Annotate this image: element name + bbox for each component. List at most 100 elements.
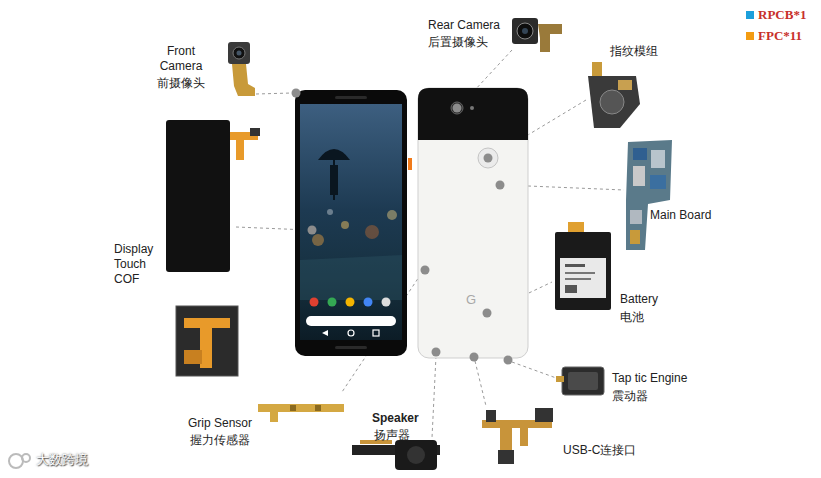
phone-front xyxy=(300,255,402,300)
phone-front xyxy=(348,330,354,336)
usb-c-part xyxy=(520,428,528,446)
phone-back xyxy=(418,88,528,140)
rear-camera-part xyxy=(538,24,562,52)
part-label: USB-C连接口 xyxy=(563,443,636,458)
main-board-part xyxy=(650,175,666,189)
phone-back xyxy=(478,148,498,168)
main-board-part xyxy=(633,166,645,186)
leader-dot xyxy=(470,353,479,362)
battery-part xyxy=(560,258,606,298)
legend-swatch xyxy=(746,32,754,40)
main-board-part xyxy=(626,140,672,250)
leader-dot xyxy=(483,309,492,318)
phone-front xyxy=(322,330,328,336)
battery-part xyxy=(565,285,577,293)
part-label: 指纹模组 xyxy=(610,44,658,59)
phone-back xyxy=(418,88,528,358)
part-label: Rear Camera xyxy=(428,18,500,33)
fingerprint-part xyxy=(618,80,632,90)
display-part xyxy=(166,120,260,272)
part-label: 握力传感器 xyxy=(190,433,250,448)
display-part xyxy=(166,120,230,272)
leader-dot xyxy=(421,266,430,275)
phone-front xyxy=(346,298,355,307)
legend-swatch xyxy=(746,11,754,19)
main-board-part xyxy=(633,148,647,160)
phone-front xyxy=(295,90,407,356)
part-label: 震动器 xyxy=(612,389,648,404)
taptic-engine-part xyxy=(556,367,604,395)
taptic-engine-part xyxy=(562,367,604,395)
part-label: 后置摄像头 xyxy=(428,35,488,50)
part-label: Tap tic Engine xyxy=(612,371,687,386)
leader-dot xyxy=(484,154,493,163)
rear-camera-part xyxy=(512,18,538,44)
phone-front xyxy=(330,165,338,195)
phone-front xyxy=(387,210,397,220)
watermark-logo xyxy=(22,454,30,462)
grip-sensor-part xyxy=(315,405,321,411)
battery-part xyxy=(565,264,585,267)
legend-text: FPC*11 xyxy=(758,28,802,44)
main-board-part xyxy=(651,150,665,168)
phone-front xyxy=(364,298,373,307)
battery-part xyxy=(555,232,611,310)
phone-front xyxy=(327,209,333,215)
phone-front xyxy=(335,96,367,99)
taptic-engine-part xyxy=(568,372,598,390)
part-label: 扬声器 xyxy=(374,428,410,443)
leader-dot xyxy=(496,181,505,190)
part-label: Grip Sensor xyxy=(188,416,252,431)
leader-line xyxy=(512,362,559,379)
front-camera-part xyxy=(232,64,255,96)
leader-dot xyxy=(504,356,513,365)
leader-line xyxy=(475,361,486,406)
watermark-logo xyxy=(9,454,23,468)
grip-sensor-part xyxy=(258,404,344,422)
part-label: Speaker xyxy=(372,411,419,426)
part-label: 前摄像头 xyxy=(155,76,207,91)
phone-back xyxy=(418,88,528,358)
display-part xyxy=(250,128,260,136)
phone-front xyxy=(306,316,396,326)
cof-part xyxy=(184,350,202,364)
part-label: 电池 xyxy=(620,310,644,325)
fingerprint-part xyxy=(588,76,640,128)
legend-row: FPC*11 xyxy=(746,28,802,44)
leader-line xyxy=(256,93,292,94)
cof-part xyxy=(184,318,230,328)
battery-part xyxy=(568,222,584,232)
usb-c-part xyxy=(498,450,514,464)
phone-front xyxy=(300,104,402,340)
fingerprint-part xyxy=(592,62,602,76)
phone-front xyxy=(312,234,324,246)
front-camera-part xyxy=(237,51,242,56)
front-camera-part xyxy=(228,42,250,64)
watermark: 大数跨境 xyxy=(36,452,88,467)
usb-c-part xyxy=(535,408,553,422)
leader-line xyxy=(236,50,624,438)
main-board-part xyxy=(626,140,672,250)
phone-front xyxy=(365,225,379,239)
part-label: Main Board xyxy=(650,208,711,223)
rear-camera-part xyxy=(522,28,528,34)
display-part xyxy=(230,132,258,160)
phone-front xyxy=(318,149,350,160)
fingerprint-part xyxy=(588,62,640,128)
leader-dot xyxy=(292,89,513,365)
leader-dot xyxy=(292,89,301,98)
leader-dot xyxy=(453,104,462,113)
rear-camera-part xyxy=(512,18,562,52)
leader-dot xyxy=(432,348,441,357)
front-camera-part xyxy=(228,42,255,96)
part-label: Display Touch COF xyxy=(114,242,160,287)
speaker-part xyxy=(395,440,437,470)
phone-back xyxy=(451,102,463,114)
front-camera-part xyxy=(233,47,245,59)
speaker-part xyxy=(352,440,440,470)
main-board-part xyxy=(630,230,640,244)
usb-c-part xyxy=(482,408,553,464)
battery-part xyxy=(565,272,595,274)
